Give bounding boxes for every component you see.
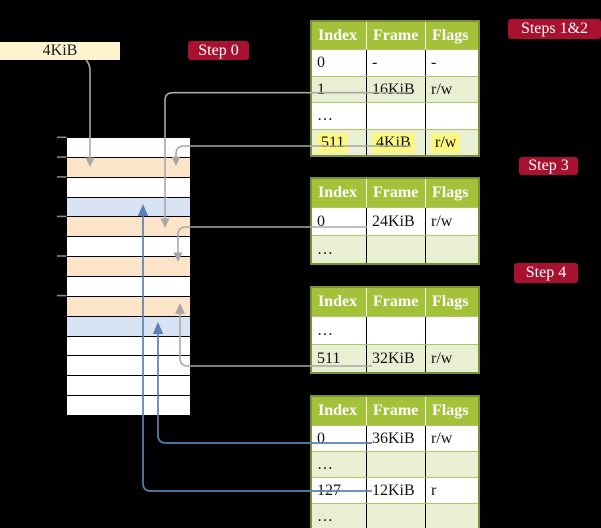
table-header-row: Index Frame Flags xyxy=(312,397,478,425)
memory-frame-row-14 xyxy=(67,395,190,416)
cell-index: … xyxy=(317,107,333,124)
table-row-highlighted: 511 4KiB r/w xyxy=(312,128,478,156)
cell-frame: 4KiB xyxy=(366,129,425,155)
cell-flags xyxy=(425,236,478,263)
cell-index: … xyxy=(317,508,333,525)
memory-frame-row-10 xyxy=(67,315,190,336)
table-row: 0 - - xyxy=(312,49,478,76)
column-header-frame: Frame xyxy=(366,179,425,207)
cell-flags: r/w xyxy=(425,129,478,155)
cell-frame xyxy=(366,317,425,344)
memory-frame-row-12 xyxy=(67,355,190,376)
cell-index: … xyxy=(317,456,333,473)
table-row: … xyxy=(312,102,478,129)
cell-frame: 16KiB xyxy=(366,76,425,102)
column-header-flags: Flags xyxy=(425,179,478,207)
cell-index: 511 xyxy=(317,350,341,367)
memory-frame-row-2 xyxy=(67,156,190,177)
column-header-index: Index xyxy=(318,184,358,201)
cell-flags xyxy=(425,317,478,344)
memory-frame-row-8 xyxy=(67,276,190,296)
column-header-flags: Flags xyxy=(425,288,478,316)
cell-frame: - xyxy=(366,50,425,76)
badge-step-3: Step 3 xyxy=(519,157,578,175)
cell-index: 127 xyxy=(317,482,341,499)
cell-frame: 24KiB xyxy=(366,208,425,235)
table-row: 1 16KiB r/w xyxy=(312,75,478,102)
table-row: … xyxy=(312,503,478,528)
page-table-1: Index Frame Flags 0 - - 1 16KiB r/w … 51… xyxy=(310,20,480,157)
memory-frame-row-3 xyxy=(67,176,190,197)
table-header-row: Index Frame Flags xyxy=(312,288,478,316)
cell-frame xyxy=(366,452,425,477)
table-row: … xyxy=(312,235,478,263)
page-table-2: Index Frame Flags 0 24KiB r/w … xyxy=(310,177,480,265)
column-header-frame: Frame xyxy=(366,22,425,49)
cell-index: 1 xyxy=(317,80,325,98)
cell-flags: r/w xyxy=(425,345,478,372)
cell-flags xyxy=(425,103,478,129)
column-header-index: Index xyxy=(318,27,358,44)
table-row: … xyxy=(312,316,478,344)
memory-frame-row-7 xyxy=(67,256,190,277)
cell-index: 0 xyxy=(317,54,325,71)
highlight: r/w xyxy=(431,132,461,153)
cell-flags: r/w xyxy=(425,208,478,235)
cell-index: … xyxy=(317,241,333,258)
cell-frame: 12KiB xyxy=(366,478,425,503)
cell-index: 0 xyxy=(317,213,325,230)
badge-step-4: Step 4 xyxy=(514,263,578,283)
badge-steps-1-2: Steps 1&2 xyxy=(508,19,601,39)
table-row: 0 36KiB r/w xyxy=(312,425,478,451)
table-row: 511 32KiB r/w xyxy=(312,344,478,372)
cell-flags: r/w xyxy=(425,76,478,102)
memory-frame-row-6 xyxy=(67,236,190,257)
table-row: 0 24KiB r/w xyxy=(312,207,478,235)
column-header-flags: Flags xyxy=(425,22,478,49)
badge-step-0: Step 0 xyxy=(188,41,249,60)
page-table-3: Index Frame Flags … 511 32KiB r/w xyxy=(310,286,480,374)
column-header-frame: Frame xyxy=(366,288,425,316)
cr3-frame-box: 4KiB xyxy=(0,42,120,60)
memory-frame-row-4 xyxy=(67,196,190,217)
address-ticks xyxy=(57,136,67,297)
cell-flags: r/w xyxy=(425,426,478,451)
physical-memory-column xyxy=(67,138,190,416)
highlight: 4KiB xyxy=(372,132,415,153)
table-header-row: Index Frame Flags xyxy=(312,22,478,49)
highlight: 511 xyxy=(317,132,349,153)
column-header-index: Index xyxy=(318,402,358,419)
memory-frame-row-13 xyxy=(67,375,190,396)
cell-frame: 36KiB xyxy=(366,426,425,451)
memory-frame-row-5 xyxy=(67,216,190,237)
memory-frame-row-9 xyxy=(67,295,190,316)
memory-frame-row-1 xyxy=(67,138,190,157)
cell-frame: 32KiB xyxy=(366,345,425,372)
cell-flags xyxy=(425,504,478,528)
table-row: … xyxy=(312,451,478,477)
cell-frame xyxy=(366,103,425,129)
cell-flags: - xyxy=(425,50,478,76)
cell-flags xyxy=(425,452,478,477)
table-header-row: Index Frame Flags xyxy=(312,179,478,207)
cell-frame xyxy=(366,236,425,263)
cell-index: … xyxy=(317,322,333,339)
memory-frame-row-11 xyxy=(67,335,190,356)
column-header-flags: Flags xyxy=(425,397,478,425)
cell-frame xyxy=(366,504,425,528)
cell-index: 0 xyxy=(317,430,325,447)
cell-index: 511 xyxy=(312,130,366,156)
column-header-index: Index xyxy=(318,293,358,310)
table-row: 127 12KiB r xyxy=(312,477,478,503)
cell-flags: r xyxy=(425,478,478,503)
page-table-4: Index Frame Flags 0 36KiB r/w … 127 12Ki… xyxy=(310,395,480,528)
column-header-frame: Frame xyxy=(366,397,425,425)
